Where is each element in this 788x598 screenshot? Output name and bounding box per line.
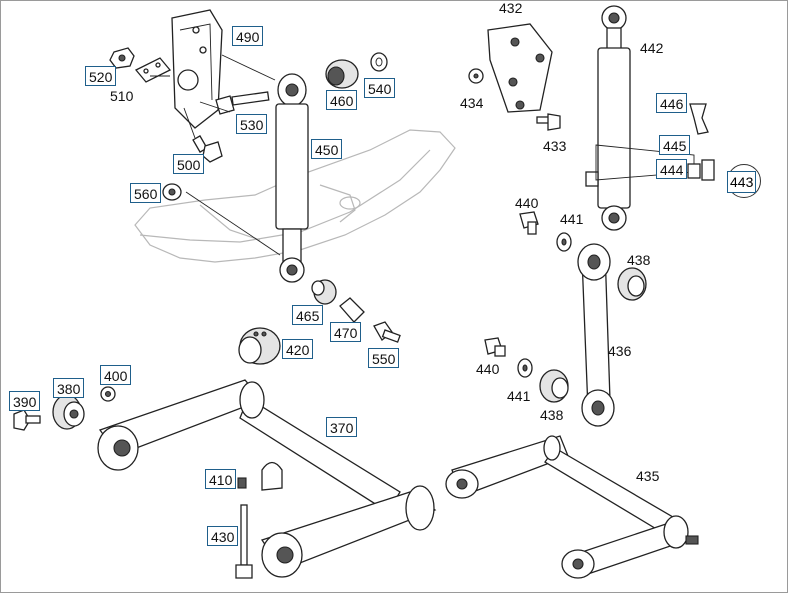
callout-430[interactable]: 430 bbox=[207, 526, 239, 546]
label-438a: 438 bbox=[627, 252, 651, 268]
label-510: 510 bbox=[110, 88, 134, 104]
bearing-438a bbox=[617, 267, 647, 301]
sleeve-470 bbox=[339, 297, 365, 323]
callout-420[interactable]: 420 bbox=[282, 339, 314, 359]
bolt-440b bbox=[484, 337, 506, 357]
callout-370[interactable]: 370 bbox=[326, 417, 358, 437]
callout-450[interactable]: 450 bbox=[311, 139, 343, 159]
axle-ghost-outline bbox=[134, 129, 456, 263]
callout-540[interactable]: 540 bbox=[364, 78, 396, 98]
bolt-440a bbox=[519, 211, 539, 235]
washer-441a bbox=[556, 232, 572, 252]
label-433: 433 bbox=[543, 138, 567, 154]
bracket-490 bbox=[171, 9, 223, 129]
label-441a: 441 bbox=[560, 211, 584, 227]
label-434: 434 bbox=[460, 95, 484, 111]
washer-400 bbox=[100, 386, 116, 402]
mount-432 bbox=[487, 23, 553, 113]
label-436: 436 bbox=[608, 343, 632, 359]
cap-540 bbox=[370, 52, 388, 72]
callout-550[interactable]: 550 bbox=[368, 348, 400, 368]
washer-434 bbox=[468, 68, 484, 84]
callout-410[interactable]: 410 bbox=[205, 469, 237, 489]
label-438b: 438 bbox=[540, 407, 564, 423]
valve-446 bbox=[689, 103, 709, 135]
callout-470[interactable]: 470 bbox=[330, 322, 362, 342]
bushing-420 bbox=[238, 327, 281, 365]
callout-530[interactable]: 530 bbox=[236, 114, 268, 134]
callout-520[interactable]: 520 bbox=[85, 66, 117, 86]
callout-444[interactable]: 444 bbox=[656, 159, 688, 179]
nut-520 bbox=[109, 47, 135, 69]
bushing-460 bbox=[325, 59, 359, 89]
trailing-arm-370 bbox=[97, 379, 437, 578]
plate-510 bbox=[134, 57, 172, 83]
washer-560 bbox=[162, 183, 182, 201]
parts-443-445 bbox=[687, 159, 715, 181]
bolt-430 bbox=[235, 504, 253, 579]
bolt-500 bbox=[192, 135, 223, 163]
shock-absorber-450 bbox=[275, 73, 309, 283]
bushing-380 bbox=[52, 394, 85, 430]
label-440a: 440 bbox=[515, 195, 539, 211]
callout-500[interactable]: 500 bbox=[173, 154, 205, 174]
callout-465[interactable]: 465 bbox=[292, 305, 324, 325]
bolt-390 bbox=[13, 409, 41, 431]
callout-443[interactable]: 443 bbox=[727, 164, 761, 198]
label-441b: 441 bbox=[507, 388, 531, 404]
label-440b: 440 bbox=[476, 361, 500, 377]
label-432: 432 bbox=[499, 0, 523, 16]
label-435: 435 bbox=[636, 468, 660, 484]
bolt-530 bbox=[215, 91, 270, 115]
bolt-550 bbox=[373, 321, 401, 343]
bolt-433 bbox=[536, 113, 561, 131]
trailing-arm-435 bbox=[445, 435, 699, 579]
callout-380[interactable]: 380 bbox=[53, 378, 85, 398]
callout-390[interactable]: 390 bbox=[9, 391, 41, 411]
bushing-465 bbox=[311, 279, 337, 305]
shock-absorber-442 bbox=[585, 5, 695, 231]
leader-lines bbox=[150, 54, 281, 256]
link-rod-436 bbox=[577, 243, 615, 427]
label-442: 442 bbox=[640, 40, 664, 56]
callout-445[interactable]: 445 bbox=[659, 135, 691, 155]
callout-460[interactable]: 460 bbox=[326, 90, 358, 110]
callout-446[interactable]: 446 bbox=[656, 93, 688, 113]
callout-560[interactable]: 560 bbox=[130, 183, 162, 203]
bearing-438b bbox=[539, 369, 569, 403]
washer-441b bbox=[517, 358, 533, 378]
callout-443-text: 443 bbox=[727, 171, 757, 193]
clamp-410 bbox=[237, 461, 283, 491]
callout-400[interactable]: 400 bbox=[100, 365, 132, 385]
callout-490[interactable]: 490 bbox=[232, 26, 264, 46]
